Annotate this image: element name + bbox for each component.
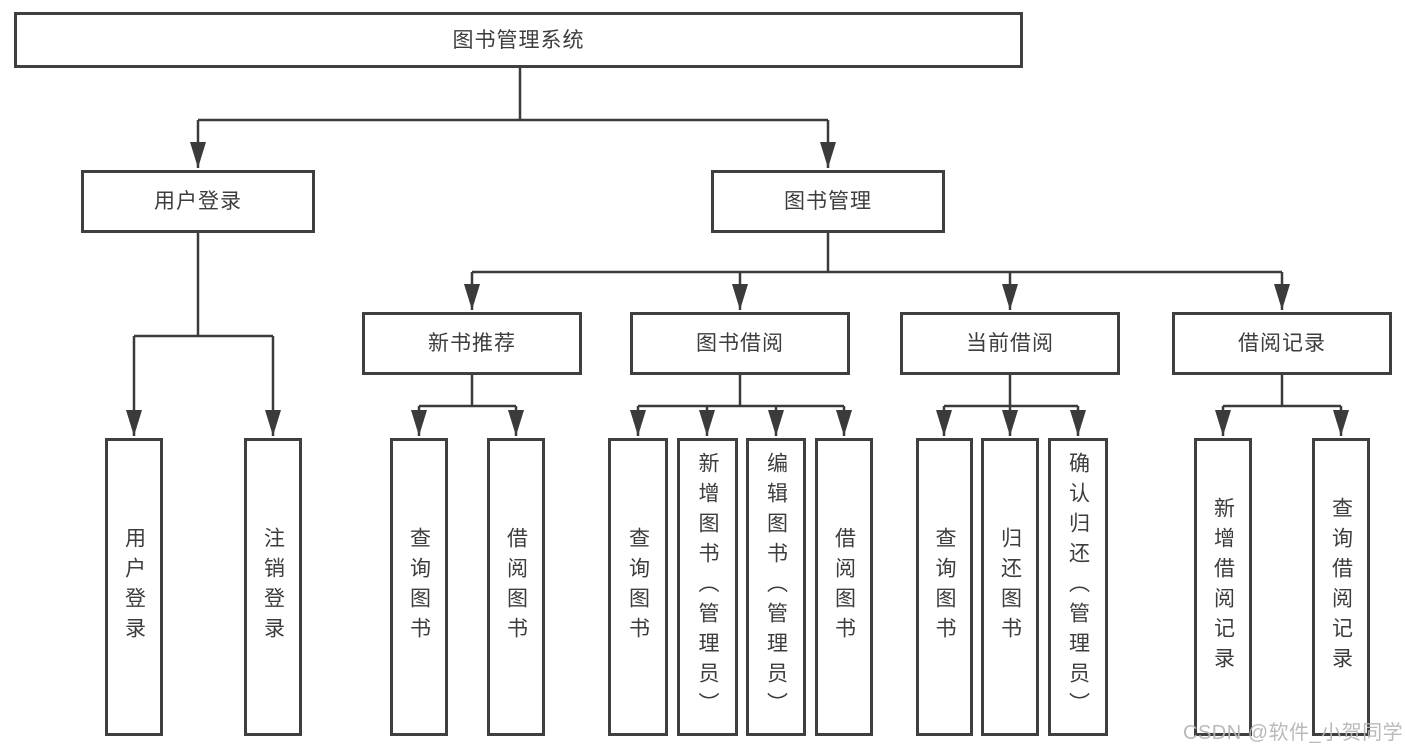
node-book-borrowing: 图书借阅	[630, 312, 850, 375]
node-library-system-root: 图书管理系统	[14, 12, 1023, 68]
connector-book-borrow-split	[630, 375, 852, 436]
leaf-current-confirm-return-admin: 确认归还（管理员）	[1048, 438, 1108, 736]
connector-current-borrow-split	[936, 375, 1086, 436]
node-user-login: 用户登录	[81, 170, 315, 233]
leaf-borrowing-edit-book-admin: 编辑图书（管理员）	[746, 438, 806, 736]
node-new-book-recommend: 新书推荐	[362, 312, 582, 375]
leaf-current-return-book: 归还图书	[981, 438, 1039, 736]
leaf-user-login: 用户登录	[105, 438, 163, 736]
connector-borrow-records-split	[1215, 375, 1349, 436]
connector-user-login-split	[126, 233, 281, 436]
node-borrowing-records: 借阅记录	[1172, 312, 1392, 375]
connector-new-books-split	[411, 375, 524, 436]
leaf-borrowing-borrow-book: 借阅图书	[815, 438, 873, 736]
leaf-records-query-record: 查询借阅记录	[1312, 438, 1370, 736]
leaf-newbooks-query-book: 查询图书	[390, 438, 448, 736]
leaf-current-query-book: 查询图书	[916, 438, 973, 736]
leaf-logout: 注销登录	[244, 438, 302, 736]
leaf-borrowing-add-book-admin: 新增图书（管理员）	[677, 438, 738, 736]
leaf-newbooks-borrow-book: 借阅图书	[487, 438, 545, 736]
leaf-records-add-record: 新增借阅记录	[1194, 438, 1252, 736]
connector-root-split	[190, 68, 836, 168]
node-current-borrowing: 当前借阅	[900, 312, 1120, 375]
leaf-borrowing-query-book: 查询图书	[608, 438, 668, 736]
connector-book-mgmt-split	[464, 233, 1290, 310]
node-book-management: 图书管理	[711, 170, 945, 233]
csdn-watermark: CSDN @软件_小贺同学	[1183, 722, 1404, 744]
